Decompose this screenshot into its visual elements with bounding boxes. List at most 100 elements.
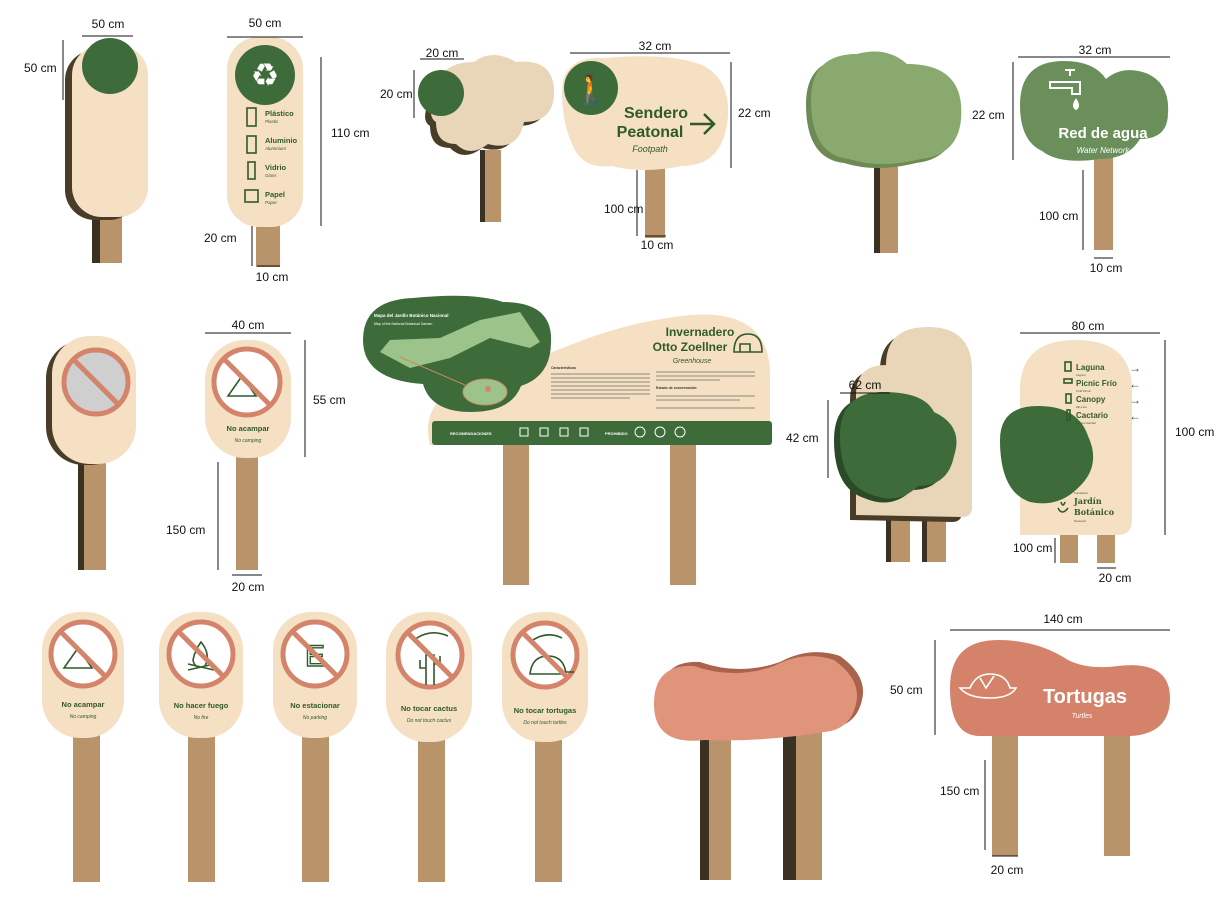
water-network-sign: Red de agua Water Network 32 cm 22 cm 10…: [972, 43, 1170, 275]
svg-text:Do not touch cactus: Do not touch cactus: [407, 718, 452, 724]
svg-text:Aluminium: Aluminium: [264, 146, 286, 151]
svg-text:Jardín: Jardín: [1073, 496, 1102, 506]
dim-post-height: 150 cm: [940, 784, 979, 798]
svg-text:No hacer fuego: No hacer fuego: [174, 701, 229, 710]
svg-text:Cactus Garden: Cactus Garden: [1076, 421, 1097, 425]
arrow-right-icon: [690, 113, 716, 135]
dim-width: 32 cm: [639, 39, 672, 53]
svg-text:Cold Picnic: Cold Picnic: [1076, 389, 1092, 393]
svg-text:No tocar cactus: No tocar cactus: [401, 704, 457, 713]
dim-height: 22 cm: [972, 108, 1005, 122]
recommendations-label: RECOMENDACIONES: [450, 431, 492, 436]
turtles-title: Tortugas: [1043, 686, 1127, 708]
svg-text:Papel: Papel: [265, 190, 285, 199]
prohibition-sign-no-fire: No hacer fuego No fire: [159, 612, 243, 882]
cloud-sign-3d: 20 cm 20 cm: [380, 46, 554, 222]
svg-text:Paper: Paper: [265, 200, 278, 205]
turtles-subtitle: Turtles: [1072, 713, 1093, 720]
dim-post-height: 20 cm: [204, 231, 237, 245]
svg-text:Cactario: Cactario: [1076, 411, 1108, 420]
prohibition-sign-no-touch-turtles: No tocar tortugas Do not touch turtles: [502, 612, 588, 882]
recycle-icon: ♻: [251, 57, 280, 93]
water-subtitle: Water Network: [1077, 146, 1131, 155]
greenhouse-subtitle: Greenhouse: [673, 358, 712, 365]
footpath-sign: 🚶 Sendero Peatonal Footpath 32 cm 22 cm …: [562, 39, 771, 252]
dim-height: 22 cm: [738, 106, 771, 120]
svg-text:Plástico: Plástico: [265, 109, 294, 118]
turtle-icon: [958, 673, 1018, 699]
dim-post-width: 20 cm: [1099, 571, 1132, 585]
svg-text:No parking: No parking: [303, 715, 327, 721]
garden-map: [380, 312, 540, 368]
dim-post-height: 100 cm: [1013, 541, 1052, 555]
dim-post-width: 20 cm: [232, 580, 265, 594]
popsicle-sign-3d: 50 cm 50 cm: [24, 17, 148, 263]
arrow-left-icon: ←: [1129, 409, 1141, 423]
svg-text:Fundación: Fundación: [1074, 491, 1088, 495]
dim-width: 50 cm: [249, 16, 282, 30]
svg-text:Picnic Frío: Picnic Frío: [1076, 379, 1117, 388]
dim-post-height: 100 cm: [1039, 209, 1078, 223]
dim-width: 140 cm: [1043, 612, 1082, 626]
svg-text:Vidrio: Vidrio: [265, 163, 287, 172]
water-title: Red de agua: [1058, 125, 1148, 142]
faucet-icon: [1049, 69, 1081, 111]
section-conservation: Estado de conservación:: [656, 386, 697, 390]
sign-title: No acampar: [227, 424, 270, 433]
footpath-title-2: Peatonal: [617, 124, 684, 141]
greenhouse-title-2: Otto Zoellner: [653, 340, 728, 354]
arrow-left-icon: ←: [1129, 377, 1141, 391]
arrow-right-icon: →: [1129, 361, 1141, 375]
svg-text:No acampar: No acampar: [62, 700, 105, 709]
body-text-lines: [551, 371, 755, 409]
map-detail: [462, 378, 508, 406]
prohibition-signs-row: No acampar No camping No hacer fuego No …: [42, 612, 588, 882]
svg-text:No fire: No fire: [194, 715, 209, 721]
dim-height: 55 cm: [313, 393, 346, 407]
jardin-botanico-logo: Fundación Jardín Botánico Nacional: [1057, 491, 1115, 523]
svg-text:Nacional: Nacional: [1074, 519, 1086, 523]
dim-width: 40 cm: [232, 318, 265, 332]
map-subtitle: Map of the National Botanical Garden: [374, 322, 432, 326]
dim-post-width: 10 cm: [1090, 261, 1123, 275]
svg-text:Glass: Glass: [265, 173, 277, 178]
svg-text:Aluminio: Aluminio: [265, 136, 297, 145]
prohibition-sign-no-parking: E No estacionar No parking: [273, 612, 357, 882]
greenhouse-panel: Mapa del Jardín Botánico Nacional Map of…: [363, 295, 772, 585]
dim-width: 20 cm: [426, 46, 459, 60]
svg-text:Laguna: Laguna: [1076, 363, 1105, 372]
dim-post-width: 10 cm: [256, 270, 289, 284]
dim-width: 80 cm: [1072, 319, 1105, 333]
svg-text:No camping: No camping: [70, 714, 97, 720]
dim-post-height: 100 cm: [604, 202, 643, 216]
turtles-sign: Tortugas Turtles 140 cm 50 cm 150 cm 20 …: [890, 612, 1170, 877]
svg-text:No estacionar: No estacionar: [290, 701, 340, 710]
footpath-title-1: Sendero: [624, 105, 688, 122]
tree-sign-3d: [806, 51, 962, 253]
dim-post-height: 150 cm: [166, 523, 205, 537]
dim-width: 32 cm: [1079, 43, 1112, 57]
dim-height: 110 cm: [331, 126, 369, 140]
prohibition-sign-no-touch-cactus: No tocar cactus Do not touch cactus: [386, 612, 472, 882]
prohibited-label: PROHIBIDO: [605, 431, 628, 436]
prohibition-sign-3d: [46, 336, 136, 570]
dim-width: 62 cm: [849, 378, 882, 392]
hiker-icon: 🚶: [574, 73, 609, 106]
svg-text:Lagoon: Lagoon: [1076, 373, 1086, 377]
dim-post-width: 20 cm: [991, 863, 1024, 877]
dim-height: 42 cm: [786, 431, 819, 445]
map-title: Mapa del Jardín Botánico Nacional: [374, 313, 449, 318]
dim-post-width: 10 cm: [641, 238, 674, 252]
dim-width: 50 cm: [92, 17, 125, 31]
prohibition-sign-no-camping: No acampar No camping: [42, 612, 124, 882]
